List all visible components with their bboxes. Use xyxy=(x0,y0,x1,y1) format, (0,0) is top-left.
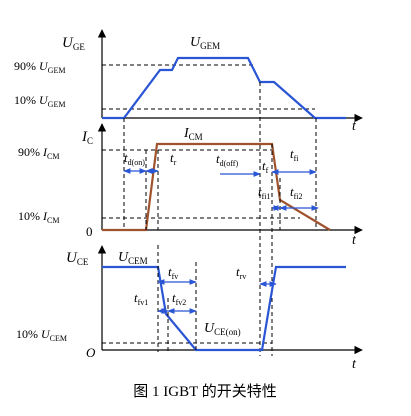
vce-on-label: UCE(on) xyxy=(204,321,241,337)
vce-curve xyxy=(102,265,346,352)
gate-t-label: t xyxy=(352,119,357,134)
collector-current-panel: IC ICM 90%ICM 10%ICM 0 t td(on) tr td(of… xyxy=(18,82,363,356)
current-curve-label: ICM xyxy=(183,126,203,142)
gate-10pct-label: 10%UGEM xyxy=(14,93,65,109)
td-on-label: td(on) xyxy=(124,150,145,167)
tf-label: tf xyxy=(262,158,269,175)
tfi1-label: tfi1 xyxy=(258,184,271,201)
figure-caption: 图 1 IGBT 的开关特性 xyxy=(133,383,276,400)
tfv1-label: tfv1 xyxy=(134,290,148,307)
gate-curve-label: UGEM xyxy=(190,35,220,51)
collector-current-curve xyxy=(102,142,331,232)
current-90pct-label: 90%ICM xyxy=(18,145,59,161)
vce-curve-label: UCEM xyxy=(118,250,148,266)
tfi-label: tfi xyxy=(290,146,299,163)
vce-panel: UCE UCEM 10%UCEM UCE(on) O t tfv tfv1 tf… xyxy=(16,245,363,372)
current-zero-label: 0 xyxy=(86,224,93,239)
tfv-label: tfv xyxy=(168,264,178,281)
tfv2-label: tfv2 xyxy=(172,290,186,307)
current-t-label: t xyxy=(352,233,357,248)
td-off-label: td(off) xyxy=(216,151,238,168)
current-y-axis-label: IC xyxy=(81,129,93,146)
tr-label: tr xyxy=(170,150,177,167)
vce-t-label: t xyxy=(352,357,357,372)
gate-voltage-panel: UGE UGEM 90%UGEM 10%UGEM t xyxy=(14,29,363,134)
vce-y-axis-label: UCE xyxy=(66,250,89,267)
vce-10pct-label: 10%UCEM xyxy=(16,327,67,343)
gate-y-axis-label: UGE xyxy=(62,35,85,52)
tfi2-label: tfi2 xyxy=(290,184,303,201)
vce-origin-label: O xyxy=(86,345,96,360)
current-10pct-label: 10%ICM xyxy=(18,209,59,225)
gate-voltage-curve xyxy=(102,56,346,120)
trv-label: trv xyxy=(236,264,246,281)
gate-90pct-label: 90%UGEM xyxy=(14,59,65,75)
